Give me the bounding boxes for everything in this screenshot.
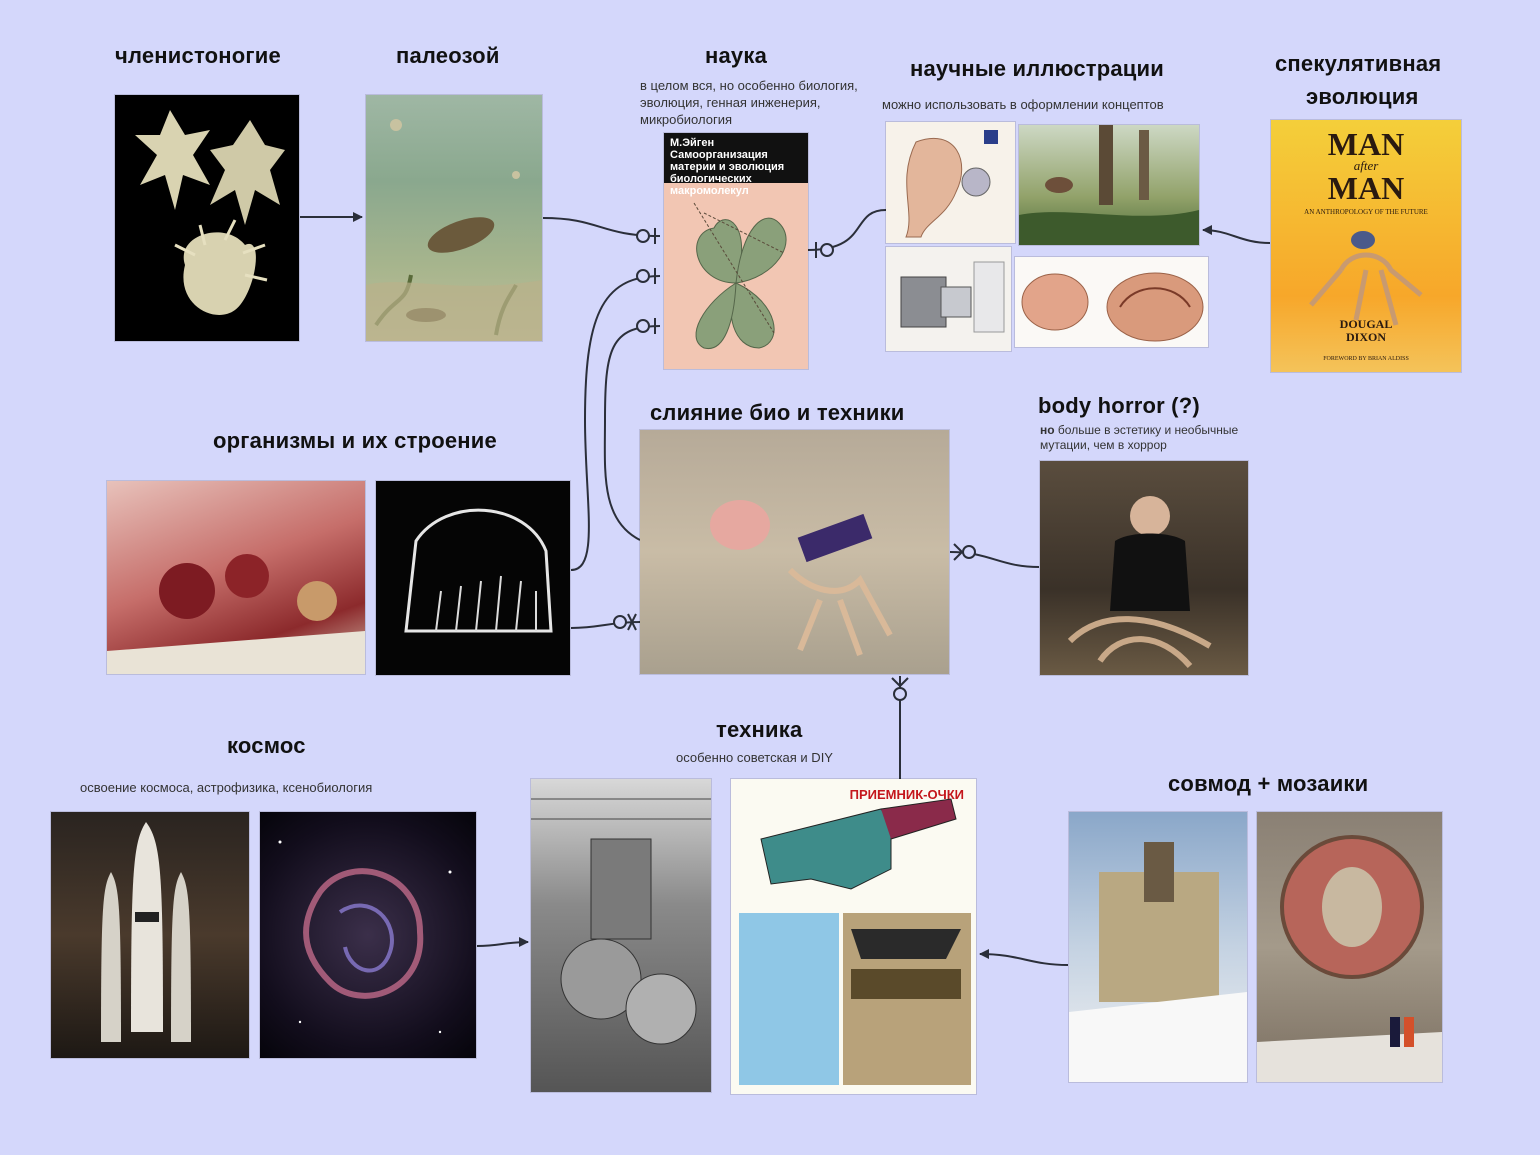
illustration-ear[interactable] [886,122,1015,243]
book-foreword: FOREWORD BY BRIAN ALDISS [1323,356,1409,362]
illustration-forest[interactable] [1019,125,1199,245]
science-book-title: М.Эйген Самоорганизация материи и эволюц… [664,133,808,197]
node-title-spec-evolution-1: спекулятивная [1275,51,1442,76]
technics-glasses-poster[interactable]: ПРИЕМНИК-ОЧКИ [731,779,976,1094]
link-science-illustrations [807,209,887,251]
link-biotech-science [603,325,661,541]
sovmod-mosaic-image[interactable] [1257,812,1442,1082]
node-title-science: наука [705,43,768,68]
link-organisms-science-1 [570,275,661,571]
paleozoic-image[interactable] [366,95,542,341]
node-subtitle-sci-illustrations: можно использовать в оформлении концепто… [882,97,1164,112]
book-title-man-2: MAN [1327,170,1405,206]
poster-title: ПРИЕМНИК-ОЧКИ [849,787,964,802]
node-title-arthropods: членистоногие [115,43,281,68]
organisms-dissection-image[interactable] [107,481,365,674]
arrow-specevo-illustrations [1202,225,1271,244]
arrow-sovmod-technics [979,949,1069,966]
sovmod-building-image[interactable] [1069,812,1247,1082]
node-subtitle-space: освоение космоса, астрофизика, ксенобиол… [80,780,373,795]
arrow-space-technics [476,937,529,948]
space-rocket-image[interactable] [51,812,249,1058]
node-title-sci-illustrations: научные иллюстрации [910,56,1164,81]
illustration-device[interactable] [886,247,1011,351]
book-title-after: after [1353,158,1379,173]
node-title-spec-evolution-2: эволюция [1306,84,1419,109]
technics-spacecraft-image[interactable] [531,779,711,1092]
illustration-anatomy[interactable] [1015,257,1208,347]
node-subtitle-technics: особенно советская и DIY [676,750,833,765]
node-title-space: космос [227,733,306,758]
book-subtitle: AN ANTHROPOLOGY OF THE FUTURE [1304,208,1428,216]
node-title-organisms: организмы и их строение [213,428,497,453]
node-title-body-horror: body horror (?) [1038,393,1200,418]
body-horror-image[interactable] [1040,461,1248,675]
subtitle-rest: больше в эстетику и необычные мутации, ч… [1040,423,1239,452]
node-title-paleozoic: палеозой [396,43,500,68]
node-title-technics: техника [716,717,803,742]
book-author: DOUGAL DIXON [1339,317,1393,344]
subtitle-emphasis: но [1040,423,1055,437]
node-title-sovmod: совмод + мозаики [1168,771,1369,796]
book-title-man-1: MAN [1327,126,1405,162]
organisms-skull-image[interactable] [376,481,570,675]
node-subtitle-science: в целом вся, но особенно биология, эволю… [640,78,858,127]
bio-tech-image[interactable] [640,430,949,674]
science-book-cover[interactable]: М.Эйген Самоорганизация материи и эволюц… [664,133,808,369]
node-subtitle-body-horror: но больше в эстетику и необычные мутации… [1040,423,1255,453]
man-after-man-cover[interactable]: MAN after MAN AN ANTHROPOLOGY OF THE FUT… [1271,120,1461,372]
node-title-bio-tech: слияние био и техники [650,400,905,425]
space-nebula-image[interactable] [260,812,476,1058]
arthropods-image[interactable] [115,95,299,341]
